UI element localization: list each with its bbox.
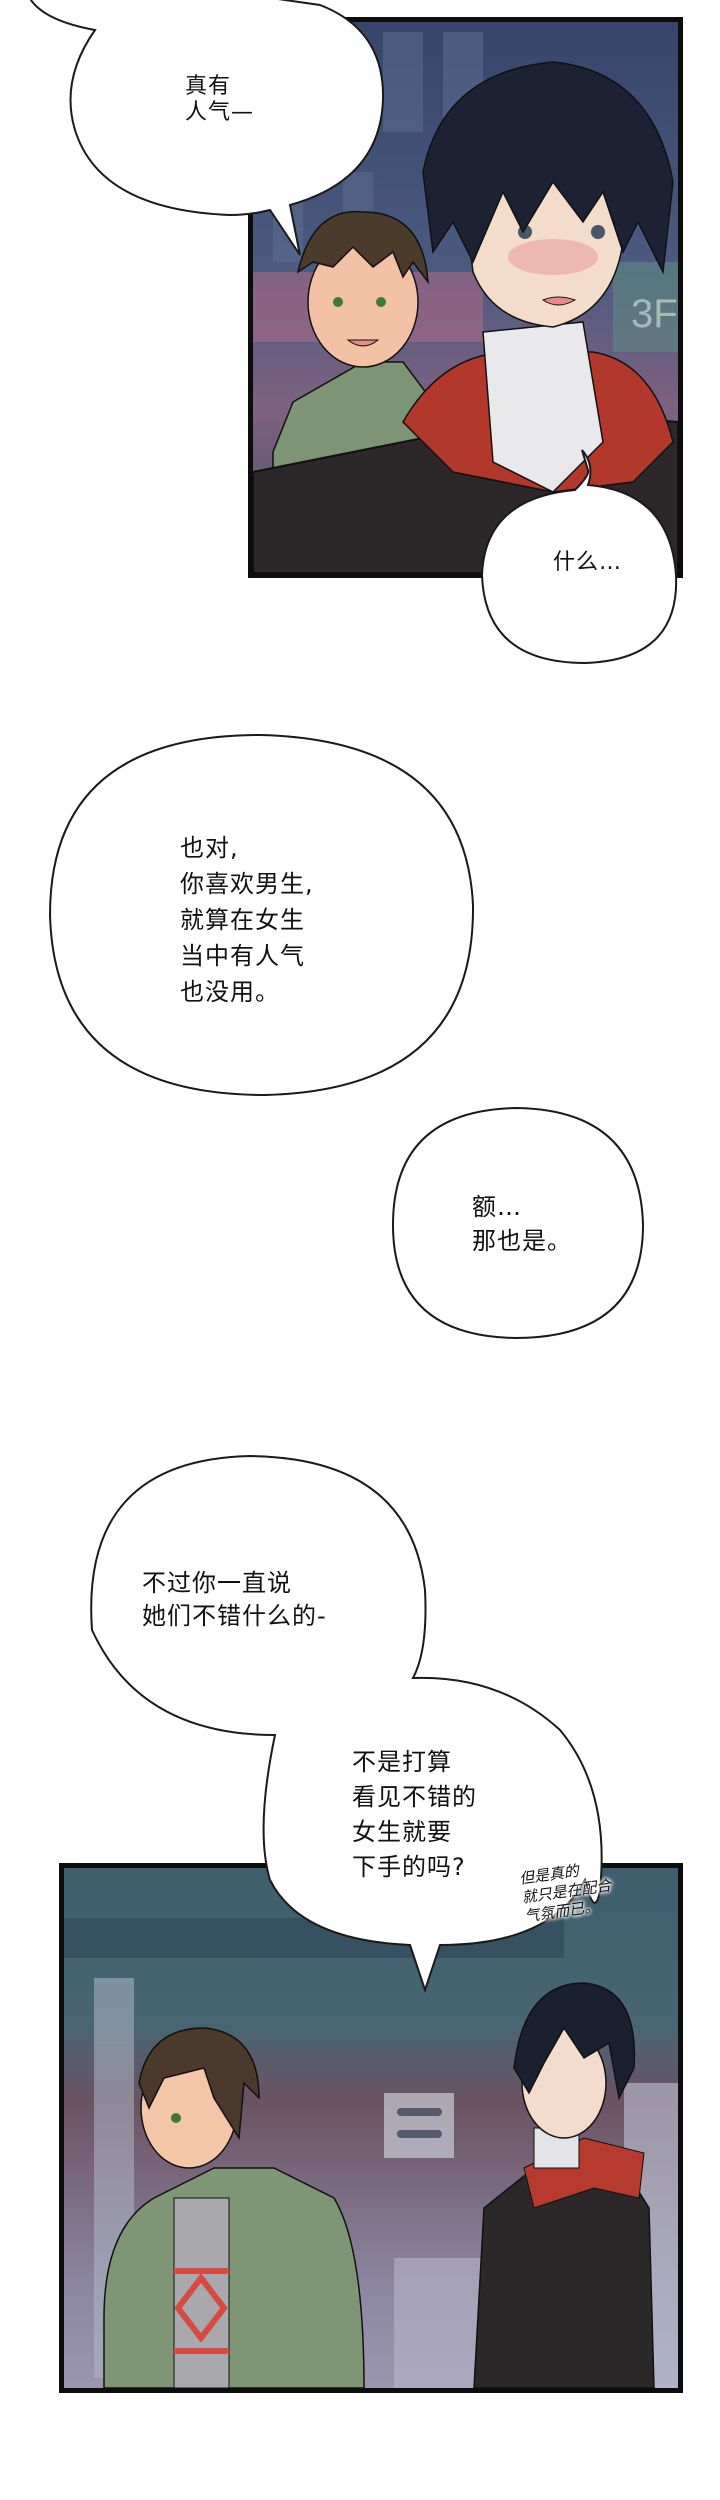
svg-text:3F: 3F	[631, 292, 678, 336]
speech-bubble-1	[29, 0, 385, 256]
bubble-3-text: 也对, 你喜欢男生, 就算在女生 当中有人气 也没用。	[180, 834, 314, 1006]
panel-2-artwork	[64, 1868, 678, 2388]
bubble-5-text: 不过你一直说 她们不错什么的-	[142, 1569, 327, 1630]
speech-bubble-4	[391, 1106, 645, 1340]
speech-bubble-5-6	[90, 1454, 603, 1994]
speech-bubble-3	[48, 733, 475, 1097]
comic-panel-2	[59, 1863, 683, 2393]
bubble-2-text: 什么…	[553, 550, 623, 575]
bubble-1-text: 真有 人气—	[185, 74, 255, 125]
speech-bubble-2	[480, 449, 678, 665]
bubble-6-text: 不是打算 看见不错的 女生就要 下手的吗?	[352, 1748, 477, 1881]
bubble-4-text: 额… 那也是。	[472, 1193, 572, 1255]
